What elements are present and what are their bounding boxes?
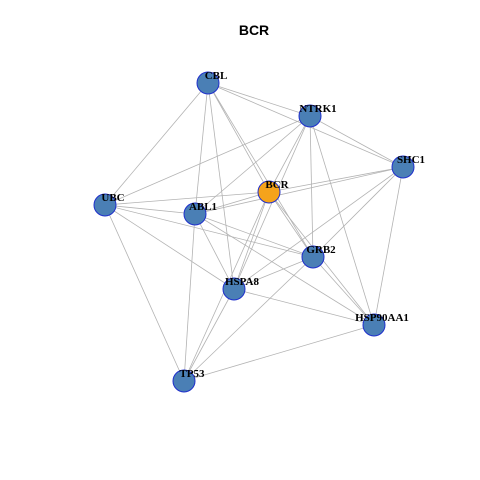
node-label-grb2: GRB2 xyxy=(306,244,336,256)
edge-cbl-ubc xyxy=(104,82,209,206)
node-label-cbl: CBL xyxy=(205,70,228,82)
edges-layer xyxy=(104,82,404,382)
node-cbl[interactable] xyxy=(196,71,220,95)
edge-cbl-bcr xyxy=(207,82,270,193)
edge-ntrk1-hsp90aa1 xyxy=(309,115,375,326)
edge-ntrk1-abl1 xyxy=(194,115,311,215)
node-label-abl1: ABL1 xyxy=(189,201,217,213)
edge-abl1-grb2 xyxy=(194,213,314,258)
diagram-title: BCR xyxy=(239,22,269,38)
edge-shc1-hsp90aa1 xyxy=(373,166,404,326)
edge-ntrk1-bcr xyxy=(268,115,311,193)
node-hspa8[interactable] xyxy=(222,277,246,301)
edge-shc1-bcr xyxy=(268,166,404,193)
node-bcr[interactable] xyxy=(257,180,281,204)
edge-cbl-grb2 xyxy=(207,82,314,258)
edge-ntrk1-shc1 xyxy=(309,115,404,168)
node-ntrk1[interactable] xyxy=(298,104,322,128)
node-label-bcr: BCR xyxy=(265,179,289,191)
node-label-hsp90aa1: HSP90AA1 xyxy=(355,312,409,324)
edge-shc1-abl1 xyxy=(194,166,404,215)
edge-bcr-hspa8 xyxy=(233,191,270,290)
node-grb2[interactable] xyxy=(301,245,325,269)
edge-ubc-abl1 xyxy=(104,204,196,215)
node-label-tp53: TP53 xyxy=(179,368,205,380)
node-hsp90aa1[interactable] xyxy=(362,313,386,337)
edge-ubc-hspa8 xyxy=(104,204,235,290)
edge-bcr-abl1 xyxy=(194,191,270,215)
node-label-ubc: UBC xyxy=(101,192,124,204)
edge-hsp90aa1-tp53 xyxy=(183,324,375,382)
edge-abl1-hspa8 xyxy=(194,213,235,290)
edge-cbl-ntrk1 xyxy=(207,82,311,117)
node-label-hspa8: HSPA8 xyxy=(225,276,260,288)
edge-abl1-hsp90aa1 xyxy=(194,213,375,326)
node-label-shc1: SHC1 xyxy=(397,154,425,166)
edge-hspa8-hsp90aa1 xyxy=(233,288,375,326)
edge-bcr-grb2 xyxy=(268,191,314,258)
node-shc1[interactable] xyxy=(391,155,415,179)
edge-abl1-tp53 xyxy=(183,213,196,382)
nodes-layer xyxy=(93,71,415,393)
edge-grb2-hspa8 xyxy=(233,256,314,290)
edge-ubc-tp53 xyxy=(104,204,185,382)
node-tp53[interactable] xyxy=(172,369,196,393)
edge-ubc-grb2 xyxy=(104,204,314,258)
edge-grb2-hsp90aa1 xyxy=(312,256,375,326)
edge-ntrk1-ubc xyxy=(104,115,311,206)
edge-ntrk1-grb2 xyxy=(309,115,314,258)
edge-cbl-hspa8 xyxy=(207,82,235,290)
edge-cbl-abl1 xyxy=(194,82,209,215)
edge-shc1-hspa8 xyxy=(233,166,404,290)
edge-grb2-tp53 xyxy=(183,256,314,382)
edge-hspa8-tp53 xyxy=(183,288,235,382)
edge-bcr-ubc xyxy=(104,191,270,206)
node-label-ntrk1: NTRK1 xyxy=(299,103,336,115)
node-abl1[interactable] xyxy=(183,202,207,226)
edge-shc1-grb2 xyxy=(312,166,404,258)
node-ubc[interactable] xyxy=(93,193,117,217)
